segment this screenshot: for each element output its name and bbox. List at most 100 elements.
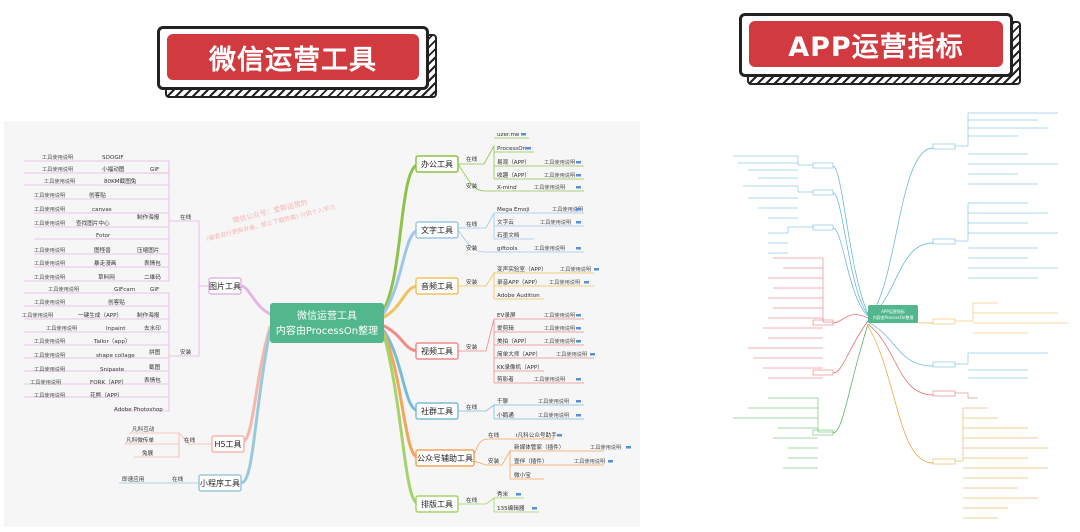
link-icon[interactable]	[516, 493, 521, 496]
image-note[interactable]: 工具使用说明	[34, 351, 65, 359]
audio-note[interactable]: 工具使用说明	[560, 265, 591, 273]
video-item[interactable]: EV录屏	[497, 311, 516, 319]
link-icon[interactable]	[594, 268, 599, 271]
image-note[interactable]: 工具使用说明	[34, 259, 65, 267]
image-item[interactable]: 一键生成（APP）	[78, 311, 122, 319]
branch-mp-box[interactable]	[415, 449, 475, 467]
video-item[interactable]: KK录像机（APP）	[497, 363, 543, 371]
link-icon[interactable]	[576, 414, 581, 417]
image-item[interactable]: GIFcam	[114, 287, 135, 293]
text-note[interactable]: 工具使用说明	[540, 218, 571, 226]
text-note[interactable]: 工具使用说明	[534, 244, 565, 252]
image-item[interactable]: 小福动图	[102, 165, 125, 173]
video-item[interactable]: 爱剪辑	[497, 324, 514, 332]
video-note[interactable]: 工具使用说明	[534, 375, 565, 383]
text-item[interactable]: giftools	[497, 246, 518, 252]
image-item[interactable]: SOOGIF	[102, 155, 124, 161]
audio-item[interactable]: Adobe Audition	[497, 293, 540, 299]
image-item[interactable]: Tailor（app）	[93, 338, 130, 345]
image-note[interactable]: 工具使用说明	[30, 378, 61, 386]
link-icon[interactable]	[590, 353, 595, 356]
link-icon[interactable]	[584, 281, 589, 284]
image-item[interactable]: 查找图片中心	[76, 219, 110, 227]
image-item[interactable]: 创客贴	[89, 191, 106, 199]
link-icon[interactable]	[576, 314, 581, 317]
link-icon[interactable]	[532, 507, 537, 510]
text-item[interactable]: 石墨文档	[497, 231, 520, 239]
video-note[interactable]: 工具使用说明	[544, 311, 575, 319]
social-item[interactable]: 小鹅通	[497, 411, 514, 419]
office-item[interactable]: uzer.me	[497, 132, 520, 138]
image-item[interactable]: FORK（APP）	[90, 379, 127, 386]
image-item[interactable]: shape collage	[96, 353, 135, 359]
mp-note[interactable]: 工具使用说明	[590, 443, 621, 451]
link-icon[interactable]	[576, 400, 581, 403]
link-icon[interactable]	[626, 446, 631, 449]
mini-item[interactable]: 即速应用	[122, 475, 144, 483]
center-node[interactable]: 微信运营工具 内容由ProcessOn整理	[270, 303, 384, 343]
layout-item[interactable]: 135编辑器	[497, 504, 525, 512]
image-note[interactable]: 工具使用说明	[34, 298, 65, 306]
link-icon[interactable]	[608, 460, 613, 463]
image-note[interactable]: 工具使用说明	[34, 205, 65, 213]
link-icon[interactable]	[576, 186, 581, 189]
audio-item[interactable]: 录音APP（APP）	[497, 278, 541, 286]
image-note[interactable]: 工具使用说明	[22, 311, 53, 319]
image-note[interactable]: 工具使用说明	[34, 246, 65, 254]
text-item[interactable]: Mega Emoji	[497, 207, 530, 213]
image-note[interactable]: 工具使用说明	[34, 219, 65, 227]
audio-note[interactable]: 工具使用说明	[549, 278, 580, 286]
link-icon[interactable]	[576, 378, 581, 381]
mp-item[interactable]: 新媒体管家（插件）	[514, 443, 564, 451]
video-item[interactable]: 剪影者	[497, 375, 514, 383]
mp-item[interactable]: 壹伴（插件）	[514, 457, 548, 465]
link-icon[interactable]	[557, 434, 562, 437]
image-item[interactable]: Fotor	[96, 233, 111, 239]
office-note[interactable]: 工具使用说明	[544, 171, 575, 179]
image-item[interactable]: 草料网	[98, 273, 115, 281]
office-item[interactable]: ProcessOn	[497, 146, 527, 152]
image-note[interactable]: 工具使用说明	[34, 337, 65, 345]
office-item[interactable]: X-mind	[497, 185, 517, 191]
text-note[interactable]: 工具使用说明	[552, 205, 583, 213]
link-icon[interactable]	[576, 327, 581, 330]
right-center-node[interactable]: APP运营指标 内容由ProcessOn整理	[868, 305, 918, 323]
image-note[interactable]: 工具使用说明	[42, 153, 73, 161]
video-note[interactable]: 工具使用说明	[544, 337, 575, 345]
image-item[interactable]: Adobe Photoshop	[114, 407, 163, 413]
image-note[interactable]: 工具使用说明	[34, 273, 65, 281]
link-icon[interactable]	[526, 147, 531, 150]
social-note[interactable]: 工具使用说明	[538, 397, 569, 405]
h5-item[interactable]: 凡科互动	[132, 425, 155, 433]
image-note[interactable]: 工具使用说明	[34, 391, 65, 399]
image-item[interactable]: 图怪兽	[94, 246, 111, 254]
video-note[interactable]: 工具使用说明	[556, 350, 587, 358]
office-note[interactable]: 工具使用说明	[534, 183, 565, 191]
text-item[interactable]: 文字云	[497, 218, 514, 226]
image-note[interactable]: 工具使用说明	[44, 177, 75, 185]
mp-item[interactable]: i凡科公众号助手	[516, 431, 557, 439]
image-note[interactable]: 工具使用说明	[48, 285, 79, 293]
link-icon[interactable]	[576, 208, 581, 211]
link-icon[interactable]	[576, 340, 581, 343]
link-icon[interactable]	[576, 247, 581, 250]
link-icon[interactable]	[576, 161, 581, 164]
link-icon[interactable]	[576, 174, 581, 177]
image-item[interactable]: Inpaint	[106, 326, 126, 332]
video-item[interactable]: 美拍（APP）	[497, 337, 530, 345]
image-note[interactable]: 工具使用说明	[42, 165, 73, 173]
image-item[interactable]: 花熊（APP）	[90, 391, 123, 399]
social-note[interactable]: 工具使用说明	[538, 411, 569, 419]
video-note[interactable]: 工具使用说明	[544, 324, 575, 332]
mp-item[interactable]: 微小宝	[514, 471, 531, 479]
h5-item[interactable]: 凡科微传单	[126, 436, 154, 444]
image-note[interactable]: 工具使用说明	[34, 191, 65, 199]
link-icon[interactable]	[576, 221, 581, 224]
video-item[interactable]: 简单大师（APP）	[497, 350, 541, 358]
office-item[interactable]: 易观（APP）	[497, 159, 530, 166]
image-item[interactable]: 暴走漫画	[94, 259, 117, 267]
image-item[interactable]: 80KM截图兔	[104, 177, 137, 185]
office-note[interactable]: 工具使用说明	[544, 158, 575, 166]
layout-item[interactable]: 秀米	[497, 490, 509, 498]
mp-note[interactable]: 工具使用说明	[574, 457, 605, 465]
